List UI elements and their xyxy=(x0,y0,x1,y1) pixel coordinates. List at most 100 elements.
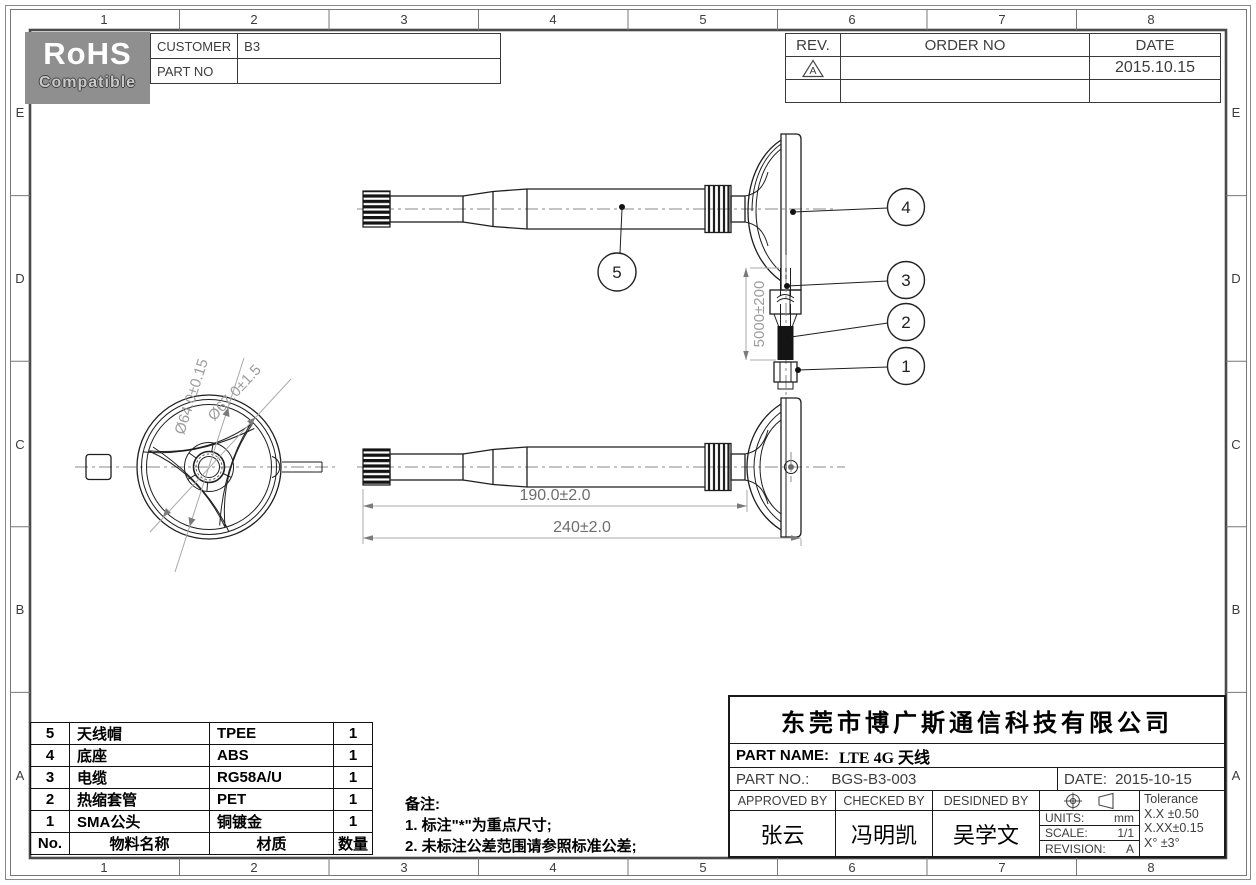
svg-text:E: E xyxy=(1232,105,1241,120)
bom-material: TPEE xyxy=(209,722,334,745)
bom-no: 3 xyxy=(30,766,70,789)
antenna-side-view-with-cable: 5000±200 5 4 3 2 xyxy=(357,133,926,396)
svg-text:C: C xyxy=(15,437,24,452)
table-row: 3 电缆 RG58A/U 1 xyxy=(30,766,374,789)
svg-text:3: 3 xyxy=(400,860,407,875)
part-name-label: PART NAME: xyxy=(736,747,830,765)
sma-knurl-nut xyxy=(362,190,391,228)
svg-text:B: B xyxy=(16,602,25,617)
svg-text:5000±200: 5000±200 xyxy=(751,281,768,348)
rev-cell-empty xyxy=(785,79,841,103)
units-col: UNITS: mm SCALE: 1/1 REVISION: A xyxy=(1040,791,1140,856)
bom-material: ABS xyxy=(209,744,334,767)
svg-text:3: 3 xyxy=(901,271,910,290)
bom-name: 天线帽 xyxy=(69,722,210,745)
svg-text:D: D xyxy=(15,271,24,286)
bom-qty: 1 xyxy=(332,810,374,833)
table-row xyxy=(785,79,1221,103)
svg-text:1: 1 xyxy=(100,12,107,27)
dim-total-length: 240±2.0 xyxy=(363,519,802,546)
svg-text:D: D xyxy=(1231,271,1240,286)
bom-no: 2 xyxy=(30,788,70,811)
balloon-3: 3 xyxy=(784,260,926,300)
bom-header-name: 物料名称 xyxy=(69,832,210,855)
balloon-1: 1 xyxy=(795,346,926,386)
checked-name: 冯明凯 xyxy=(850,822,917,848)
notes-line-1: 1. 标注"*"为重点尺寸; xyxy=(405,817,552,834)
table-row: CUSTOMER B3 xyxy=(149,33,502,59)
base-side-view-2 xyxy=(746,397,802,538)
designed-name: 吴学文 xyxy=(952,822,1019,848)
rohs-badge: RoHS Compatible xyxy=(25,32,150,104)
units-row: UNITS: mm xyxy=(1040,811,1139,826)
designed-col: DESIDNED BY 吴学文 xyxy=(933,791,1040,856)
svg-text:A: A xyxy=(1232,768,1241,783)
notes-line-2: 2. 未标注公差范围请参照标准公差; xyxy=(405,838,637,855)
dim-cable-length: 5000±200 xyxy=(743,267,779,361)
scale-row: SCALE: 1/1 xyxy=(1040,826,1139,841)
checked-col: CHECKED BY 冯明凯 xyxy=(836,791,933,856)
table-row: 2 热缩套管 PET 1 xyxy=(30,788,374,811)
notes-title: 备注: xyxy=(405,796,440,813)
balloon-4: 4 xyxy=(790,187,926,227)
svg-text:3: 3 xyxy=(400,12,407,27)
svg-text:Ø67.0±1.5: Ø67.0±1.5 xyxy=(205,362,265,425)
svg-text:2: 2 xyxy=(250,860,257,875)
partno-value xyxy=(237,58,502,84)
table-row: 5 天线帽 TPEE 1 xyxy=(30,722,374,745)
table-row: PART NO xyxy=(149,58,502,84)
approved-label: APPROVED BY xyxy=(730,791,835,811)
svg-text:7: 7 xyxy=(998,12,1005,27)
bom-header-no: No. xyxy=(30,832,70,855)
svg-text:5: 5 xyxy=(612,263,621,282)
svg-text:C: C xyxy=(1231,437,1240,452)
rev-cell: A xyxy=(785,56,841,80)
svg-text:5: 5 xyxy=(699,860,706,875)
svg-text:Ø64.0±0.15: Ø64.0±0.15 xyxy=(172,357,212,437)
checked-label: CHECKED BY xyxy=(836,791,932,811)
part-name-value: LTE 4G 天线 xyxy=(839,749,931,767)
units-value: mm xyxy=(1114,811,1134,825)
date-label: DATE: xyxy=(1064,770,1108,788)
approved-col: APPROVED BY 张云 xyxy=(730,791,836,856)
table-row: No. 物料名称 材质 数量 xyxy=(30,832,374,855)
revision-row: REVISION: A xyxy=(1040,841,1139,856)
bom-name: 电缆 xyxy=(69,766,210,789)
bom-qty: 1 xyxy=(332,722,374,745)
approval-row: APPROVED BY 张云 CHECKED BY 冯明凯 DESIDNED B… xyxy=(730,791,1224,856)
customer-label: CUSTOMER xyxy=(149,33,239,59)
antenna-side-view-dimensioned: 190.0±2.0 240±2.0 xyxy=(357,397,845,546)
rohs-subtitle: Compatible xyxy=(38,74,137,91)
svg-text:7: 7 xyxy=(998,860,1005,875)
table-row: REV. ORDER NO DATE xyxy=(785,33,1221,57)
customer-table: CUSTOMER B3 PART NO xyxy=(149,33,502,84)
part-no-label: PART NO.: xyxy=(736,770,810,788)
svg-text:190.0±2.0: 190.0±2.0 xyxy=(519,487,590,504)
zone-letters: ED CB A ED CB A xyxy=(15,105,1240,783)
rev-header: REV. xyxy=(785,33,841,57)
svg-text:4: 4 xyxy=(901,198,910,217)
svg-text:4: 4 xyxy=(549,860,556,875)
partno-label: PART NO xyxy=(149,58,239,84)
base-tab xyxy=(85,453,112,481)
bom-material: RG58A/U xyxy=(209,766,334,789)
title-block: 东莞市博广斯通信科技有限公司 PART NAME: LTE 4G 天线 PART… xyxy=(728,695,1226,858)
dim-whip-length: 190.0±2.0 xyxy=(362,487,748,544)
svg-text:6: 6 xyxy=(848,860,855,875)
tolerance-title: Tolerance xyxy=(1144,792,1199,806)
svg-text:8: 8 xyxy=(1147,12,1154,27)
date-cell: 2015.10.15 xyxy=(1089,56,1221,80)
base-hub xyxy=(184,442,234,492)
svg-text:A: A xyxy=(16,768,25,783)
date-cell-empty xyxy=(1089,79,1221,103)
part-no-cell: PART NO.: BGS-B3-003 xyxy=(730,768,1058,790)
customer-value: B3 xyxy=(237,33,502,59)
bom-no: 5 xyxy=(30,722,70,745)
svg-text:1: 1 xyxy=(901,357,910,376)
base-spokes xyxy=(142,416,256,533)
base-cable-exit xyxy=(271,456,323,478)
projection-symbol-cell xyxy=(1040,791,1139,811)
